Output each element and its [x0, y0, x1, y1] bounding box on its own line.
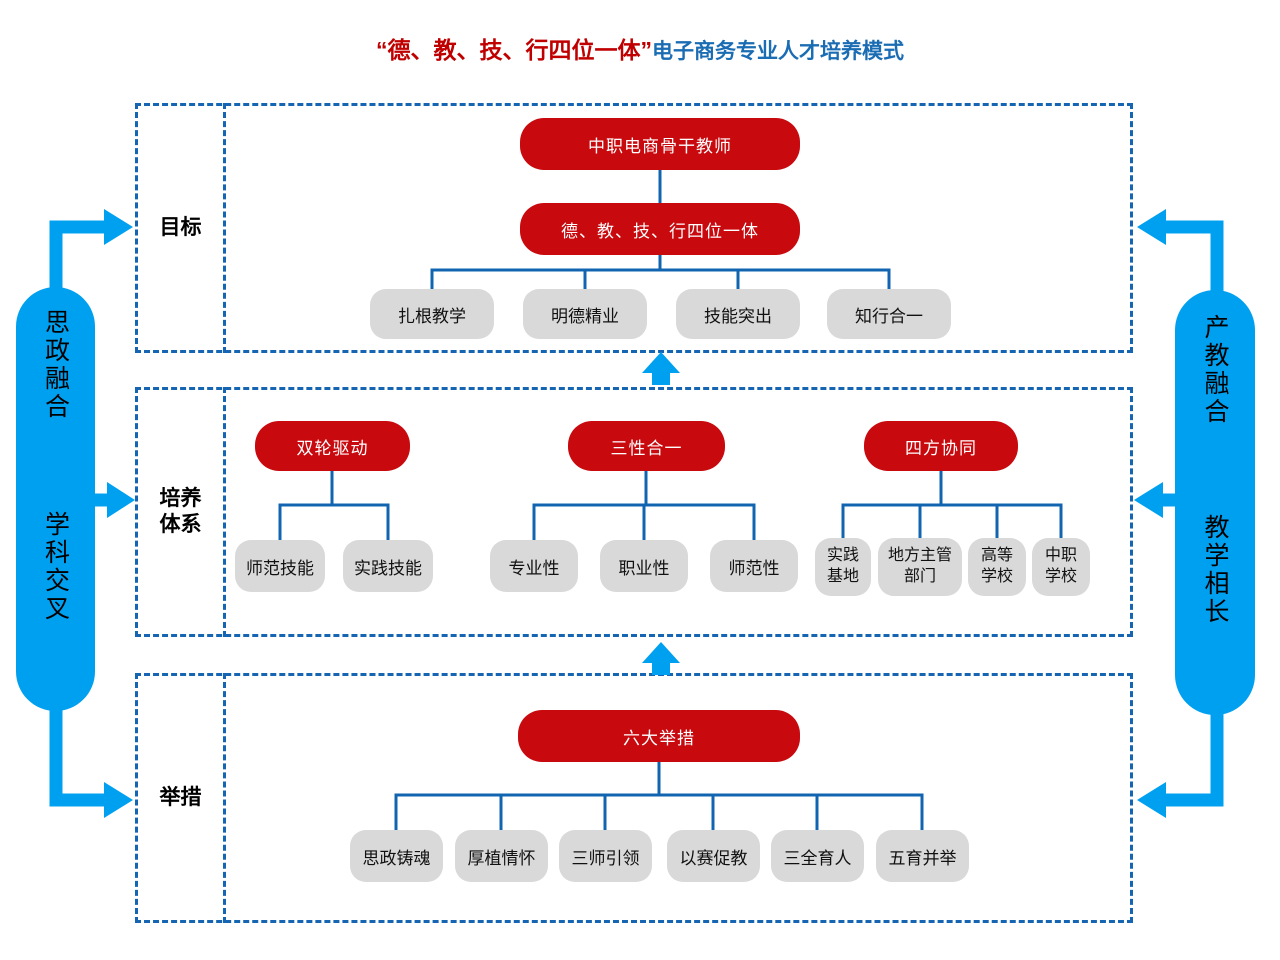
right-rail-top-label: 产教融合	[1201, 314, 1229, 426]
section-system-label-text: 培养体系	[159, 486, 202, 536]
page-title-rest: 电子商务专业人才培养模式	[652, 40, 904, 63]
measures-leaf-box: 思政铸魂	[350, 830, 443, 882]
right-rail-bottom-label: 教学相长	[1201, 514, 1229, 626]
section-measures-separator	[223, 673, 226, 923]
system-leaf-label: 实践基地	[826, 547, 859, 585]
system-leaf-box: 师范技能	[235, 540, 325, 592]
section-goal: 目标	[135, 103, 1133, 353]
system-leaf-box: 职业性	[600, 540, 688, 592]
page-title-highlight: “德、教、技、行四位一体”	[376, 37, 652, 63]
measures-leaf-box: 厚植情怀	[455, 830, 548, 882]
right-rail-arrowheads	[1134, 209, 1166, 818]
section-measures-label: 举措	[159, 785, 202, 809]
left-rail-top-label: 思政融合	[41, 309, 70, 421]
measures-leaf-box: 以赛促教	[667, 830, 760, 882]
system-leaf-label: 地方主管部门	[887, 547, 952, 585]
system-leaf-box: 实践基地	[815, 538, 871, 596]
left-rail-arrowheads	[104, 209, 135, 818]
goal-root-box: 中职电商骨干教师	[520, 118, 800, 170]
section-system-separator	[223, 387, 226, 637]
left-rail: 思政融合 学科交叉	[16, 287, 95, 711]
goal-leaf-box: 明德精业	[523, 289, 647, 339]
system-head-box: 双轮驱动	[255, 421, 410, 471]
measures-leaf-box: 三师引领	[559, 830, 652, 882]
system-leaf-box: 专业性	[490, 540, 578, 592]
system-leaf-label: 中职学校	[1044, 547, 1077, 585]
measures-tree-connector	[394, 762, 924, 830]
system-leaf-box: 师范性	[710, 540, 798, 592]
system-head-box: 四方协同	[864, 421, 1018, 471]
system-head-box: 三性合一	[568, 421, 725, 471]
section-system: 培养体系	[135, 387, 1133, 637]
right-rail-arrow-lines	[1162, 220, 1224, 807]
system-leaf-box: 地方主管部门	[878, 538, 962, 596]
measures-leaf-box: 三全育人	[771, 830, 864, 882]
left-rail-bottom-label: 学科交叉	[41, 511, 70, 623]
goal-leaf-box: 扎根教学	[370, 289, 494, 339]
system-leaf-box: 实践技能	[343, 540, 433, 592]
goal-tree-connector	[430, 170, 891, 290]
system-leaf-box: 中职学校	[1032, 538, 1090, 596]
system-leaf-label: 高等学校	[980, 547, 1013, 585]
system-leaf-box: 高等学校	[968, 538, 1026, 596]
section-goal-separator	[223, 103, 226, 353]
up-arrow-icon	[642, 352, 680, 675]
section-measures: 举措	[135, 673, 1133, 923]
section-system-label: 培养体系	[138, 486, 223, 539]
goal-leaf-box: 知行合一	[827, 289, 951, 339]
system-tree-connectors	[278, 471, 1063, 540]
measures-leaf-box: 五育并举	[876, 830, 969, 882]
goal-leaf-box: 技能突出	[676, 289, 800, 339]
page-title: “德、教、技、行四位一体”电子商务专业人才培养模式	[0, 31, 1280, 65]
right-rail: 产教融合 教学相长	[1175, 290, 1255, 715]
section-goal-label: 目标	[159, 215, 202, 239]
left-rail-arrow-lines	[49, 220, 108, 807]
goal-sub-box: 德、教、技、行四位一体	[520, 203, 800, 255]
measures-head-box: 六大举措	[518, 710, 800, 762]
